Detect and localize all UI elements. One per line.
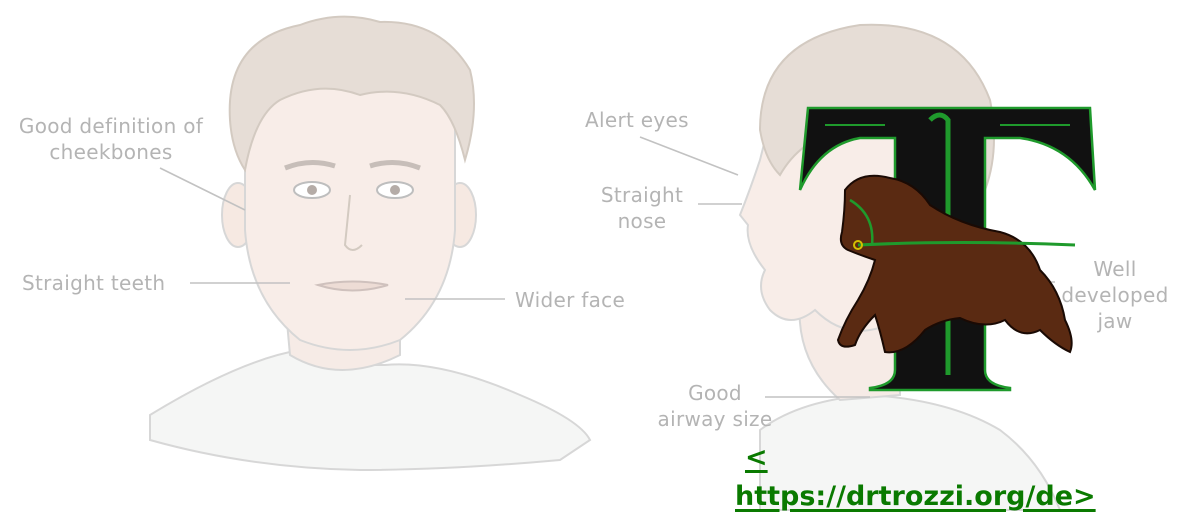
label-straight-nose: Straight nose [590, 182, 694, 234]
label-jaw-line3: jaw [1050, 308, 1180, 334]
label-straight-teeth: Straight teeth [22, 270, 165, 296]
label-airway-line2: airway size [650, 406, 780, 432]
label-cheekbones-line1: Good definition of [6, 113, 216, 139]
label-wider-face: Wider face [515, 287, 625, 313]
label-cheekbones-line2: cheekbones [6, 139, 216, 165]
label-airway-line1: Good [650, 380, 780, 406]
label-airway: Good airway size [650, 380, 780, 432]
label-jaw-line1: Well [1050, 256, 1180, 282]
label-straight-nose-line1: Straight [590, 182, 694, 208]
source-link-bracket[interactable]: < [745, 440, 768, 476]
label-cheekbones: Good definition of cheekbones [6, 113, 216, 165]
label-straight-nose-line2: nose [590, 208, 694, 234]
label-jaw-line2: developed [1050, 282, 1180, 308]
front-face-illustration [150, 17, 590, 470]
label-jaw: Well developed jaw [1050, 256, 1180, 334]
label-alert-eyes: Alert eyes [585, 107, 689, 133]
source-link-url[interactable]: https://drtrozzi.org/de> [735, 479, 1096, 515]
